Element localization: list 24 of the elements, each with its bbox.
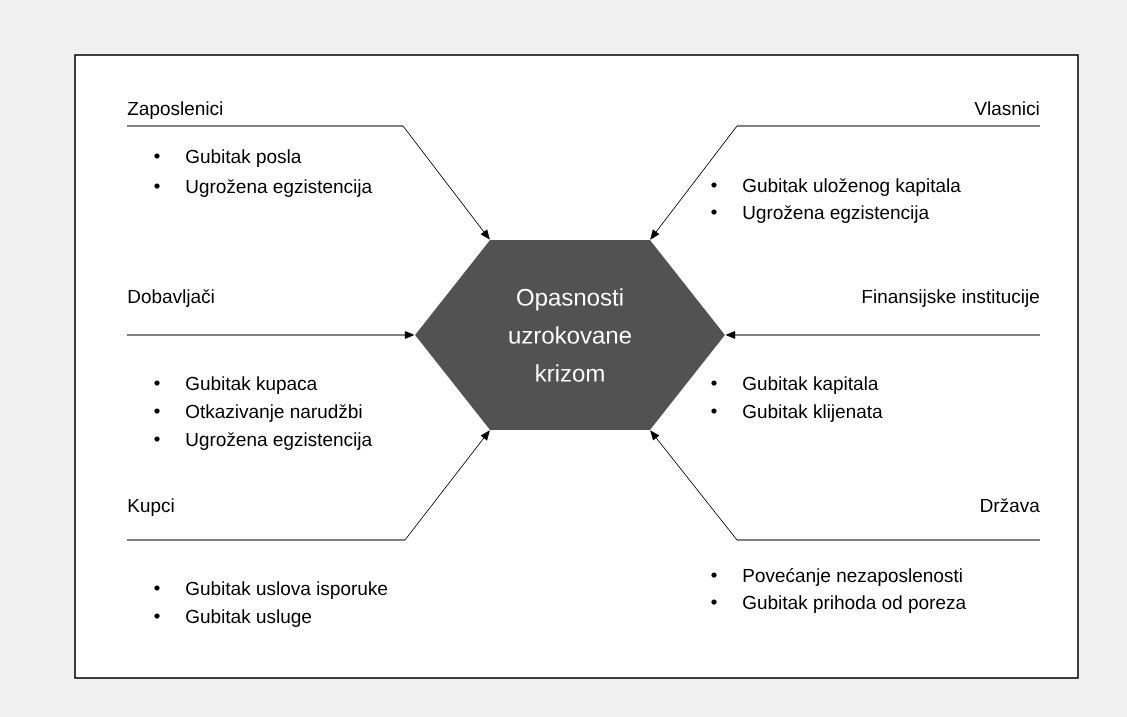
arrow: [126, 125, 490, 240]
list-item: Gubitak kupaca: [154, 376, 318, 394]
list-item: Gubitak prihoda od poreza: [711, 595, 967, 613]
arrow: [126, 331, 414, 339]
list-item: Gubitak uloženog kapitala: [711, 178, 961, 196]
list-item: Gubitak uslova isporuke: [154, 581, 388, 599]
list-item: Ugrožena egzistencija: [154, 179, 373, 197]
group-heading: Dobavljači: [128, 289, 214, 307]
arrow: [650, 430, 1041, 541]
list-item: Povećanje nezaposlenosti: [711, 568, 962, 586]
group-heading: Kupci: [128, 498, 174, 516]
list-item: Gubitak usluge: [154, 609, 312, 627]
arrow: [126, 430, 490, 541]
group-heading: Zaposlenici: [127, 101, 222, 119]
group-heading: Vlasnici: [974, 101, 1039, 116]
group-heading: Država: [981, 498, 1040, 513]
list-item: Otkazivanje narudžbi: [154, 404, 362, 422]
group-heading: Finansijske institucije: [862, 289, 1039, 307]
arrow: [726, 331, 1041, 339]
list-item: Ugrožena egzistencija: [154, 432, 373, 450]
list-item: Ugrožena egzistencija: [711, 205, 930, 223]
arrow: [650, 125, 1041, 240]
list-item: Gubitak posla: [154, 149, 302, 167]
hexagon: Opasnosti uzrokovane krizom: [415, 240, 725, 430]
